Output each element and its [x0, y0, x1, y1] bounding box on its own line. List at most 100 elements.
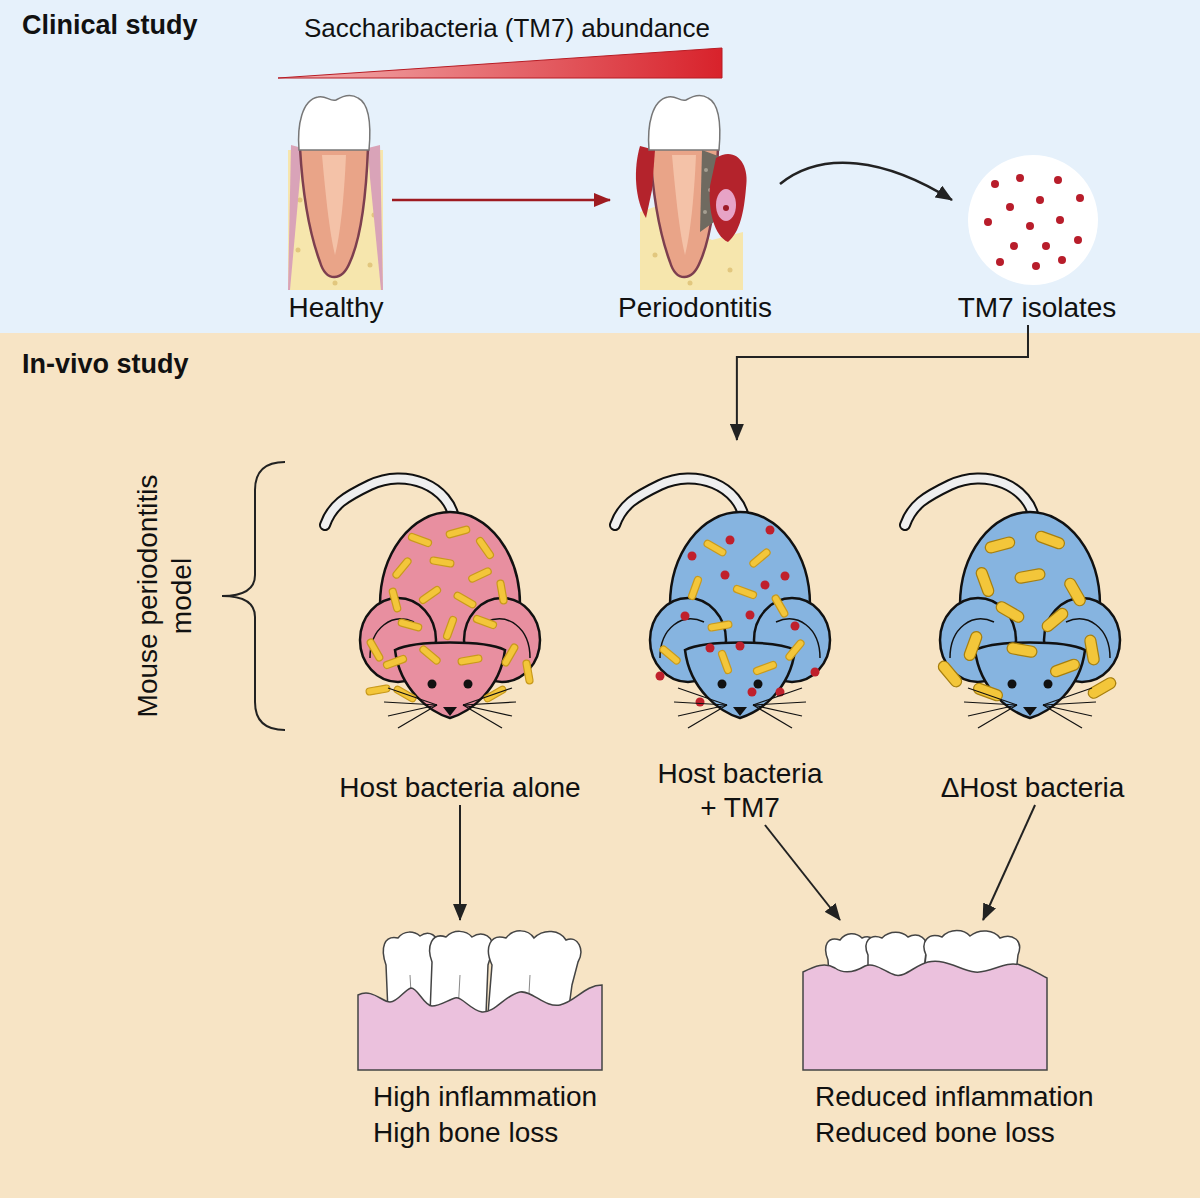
mouse-node: ΔHost bacteria [905, 440, 1160, 805]
healthy-tooth [288, 150, 383, 290]
mouse-whisker [1043, 705, 1082, 728]
tm7-cell [811, 668, 820, 677]
bacterium-rod [972, 682, 1004, 703]
mouse-whisker [753, 705, 802, 716]
healthy-tooth [300, 148, 368, 277]
bacterium-rod [963, 630, 984, 662]
mouse-head [975, 643, 1085, 719]
tm7-cell [781, 572, 790, 581]
mouse-tail [325, 478, 455, 525]
mouse-label: Host bacteria alone [300, 771, 620, 805]
bacterium-rod [718, 650, 733, 675]
bacterium-rod [688, 576, 703, 601]
diseased-tooth [653, 253, 658, 258]
mouse-ear [370, 619, 414, 658]
bacterium-rod [785, 639, 806, 662]
mouse-nose [1023, 707, 1037, 716]
mouse-tail [325, 478, 455, 525]
jaw-bone-loss [358, 985, 602, 1070]
mouse-whisker [463, 702, 516, 705]
outcome-text: Reduced inflammation [815, 1079, 1094, 1115]
healthy-tooth [298, 198, 303, 203]
mouse-body [380, 512, 520, 698]
jaw-reduced-loss [922, 931, 1020, 991]
tm7-cell [776, 688, 785, 697]
bacterium-rod [1040, 606, 1070, 634]
jaw-bone-loss [383, 932, 438, 1012]
mouse-eye [718, 680, 727, 689]
bacterium-rod [522, 660, 533, 685]
tm7-cell [688, 552, 697, 561]
mouse-eye [1044, 680, 1053, 689]
bacterium-rod [418, 585, 442, 604]
bacterium-rod [994, 600, 1025, 625]
mouse-whisker [1043, 702, 1096, 705]
mouse-nose [733, 707, 747, 716]
healthy-tooth [372, 213, 377, 218]
stage-label: TM7 isolates [927, 291, 1147, 325]
mouse-ear [360, 598, 436, 682]
outcome-node: Reduced inflammationReduced bone loss [800, 920, 1120, 1152]
diseased-tooth [710, 154, 747, 242]
outcome-text: High bone loss [373, 1115, 558, 1151]
bacterium-rod [458, 654, 483, 665]
isolate-plate [1058, 256, 1066, 264]
bacterium-rod [703, 539, 727, 557]
mouse-whisker [968, 688, 1017, 705]
flow-arrow [459, 805, 461, 920]
isolate-plate [1026, 222, 1034, 230]
mouse-group [325, 478, 1120, 728]
bacterium-rod [936, 659, 964, 689]
healthy-tooth [368, 145, 383, 290]
mouse-whisker [388, 688, 437, 705]
bacterium-rod [496, 580, 507, 605]
bacterium-rod [984, 536, 1016, 554]
mouse-whisker [384, 702, 437, 705]
flow-arrow [780, 163, 952, 200]
mouse-illustration [905, 478, 1120, 728]
mouse-tail [905, 478, 1035, 525]
tooth-stage: Healthy [280, 90, 392, 325]
mouse-whisker [968, 705, 1017, 716]
mouse-whisker [463, 705, 512, 716]
tm7-cell [766, 526, 775, 535]
healthy-tooth [288, 145, 302, 290]
mouse-whisker [388, 705, 437, 716]
mouse-body [960, 512, 1100, 698]
bacterium-rod [659, 645, 682, 666]
mouse-nose [443, 707, 457, 716]
bacterium-rod [1084, 634, 1100, 665]
healthy-tooth [368, 263, 373, 268]
tm7-cell [746, 611, 755, 620]
isolate-plate [996, 258, 1004, 266]
isolate-plate [1074, 236, 1082, 244]
mouse-ear [464, 598, 540, 682]
flow-arrow [737, 325, 1028, 440]
isolate-plate [984, 218, 992, 226]
jaw-bone-loss [488, 931, 581, 1014]
jaw-bone-loss [358, 931, 602, 1070]
jaw-reduced-loss [803, 931, 1047, 1071]
diseased-tooth [672, 155, 696, 255]
bacterium-rod [473, 615, 498, 630]
mouse-whisker [398, 705, 437, 728]
bacterium-rod [392, 557, 413, 580]
tm7-cell [761, 581, 770, 590]
bacterium-rod [753, 661, 778, 676]
jaw-reduced-loss [803, 961, 1047, 1070]
diseased-tooth [708, 188, 712, 192]
bacterium-rod [1086, 676, 1117, 701]
bacterium-rod [1049, 658, 1081, 679]
bacterium-rod [366, 684, 391, 695]
diseased-tooth [640, 205, 743, 290]
healthy-tooth [333, 281, 338, 286]
diseased-tooth [649, 96, 720, 150]
mouse-ear [950, 619, 994, 658]
tm7-cell [748, 688, 757, 697]
mouse-eye [464, 680, 473, 689]
mouse-ear [650, 598, 726, 682]
outcome-text: Reduced bone loss [815, 1115, 1055, 1151]
isolate-plate [1076, 194, 1084, 202]
mouse-node: Host bacteria alone [320, 440, 600, 805]
